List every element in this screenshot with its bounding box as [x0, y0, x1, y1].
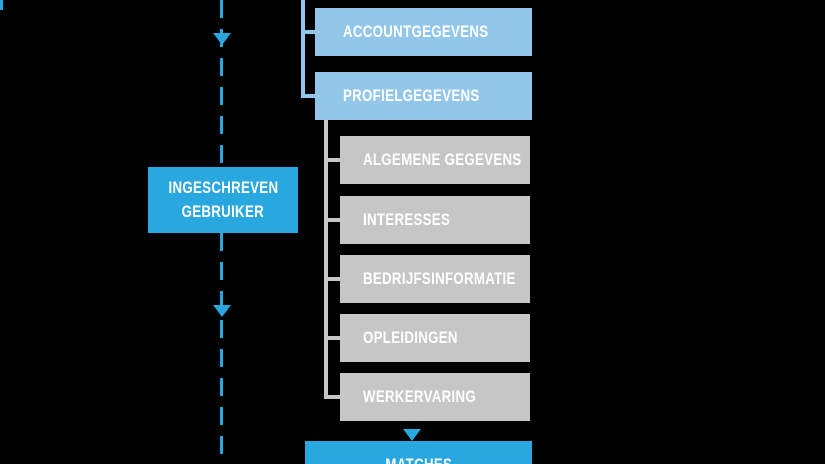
child-branch-connector	[324, 218, 340, 222]
node-profielgegevens: PROFIELGEGEVENS	[315, 72, 532, 120]
account-branch-connector	[301, 30, 315, 34]
node-opleidingen: OPLEIDINGEN	[340, 314, 530, 362]
node-label: MATCHES	[385, 455, 452, 464]
account-tree-stem	[301, 0, 305, 98]
child-branch-connector	[324, 277, 340, 281]
node-label: INTERESSES	[363, 210, 451, 229]
node-label: GEBRUIKER	[181, 202, 265, 221]
node-ingeschreven-gebruiker: INGESCHREVEN GEBRUIKER	[148, 167, 298, 233]
profile-branch-connector	[301, 94, 315, 98]
child-branch-connector	[324, 395, 340, 399]
node-label: ACCOUNTGEGEVENS	[343, 22, 489, 41]
down-arrow-icon	[213, 33, 231, 45]
dashed-flow-line-top	[220, 0, 223, 167]
node-label: PROFIELGEGEVENS	[343, 86, 480, 105]
node-label: ALGEMENE GEGEVENS	[363, 150, 522, 169]
node-label: WERKERVARING	[363, 387, 477, 406]
matches-arrow-stem	[0, 0, 3, 10]
node-bedrijfsinformatie: BEDRIJFSINFORMATIE	[340, 255, 530, 303]
node-werkervaring: WERKERVARING	[340, 373, 530, 421]
down-arrow-icon	[213, 305, 231, 317]
profile-children-stem	[324, 120, 328, 399]
node-label: INGESCHREVEN	[168, 178, 278, 197]
child-branch-connector	[324, 336, 340, 340]
node-algemene-gegevens: ALGEMENE GEGEVENS	[340, 136, 530, 184]
node-label: OPLEIDINGEN	[363, 328, 458, 347]
down-arrow-icon	[403, 429, 421, 441]
node-interesses: INTERESSES	[340, 196, 530, 244]
node-accountgegevens: ACCOUNTGEGEVENS	[315, 8, 532, 56]
node-matches: MATCHES	[305, 441, 532, 464]
node-label: BEDRIJFSINFORMATIE	[363, 269, 516, 288]
child-branch-connector	[324, 158, 340, 162]
dashed-flow-line-bottom	[220, 233, 223, 464]
